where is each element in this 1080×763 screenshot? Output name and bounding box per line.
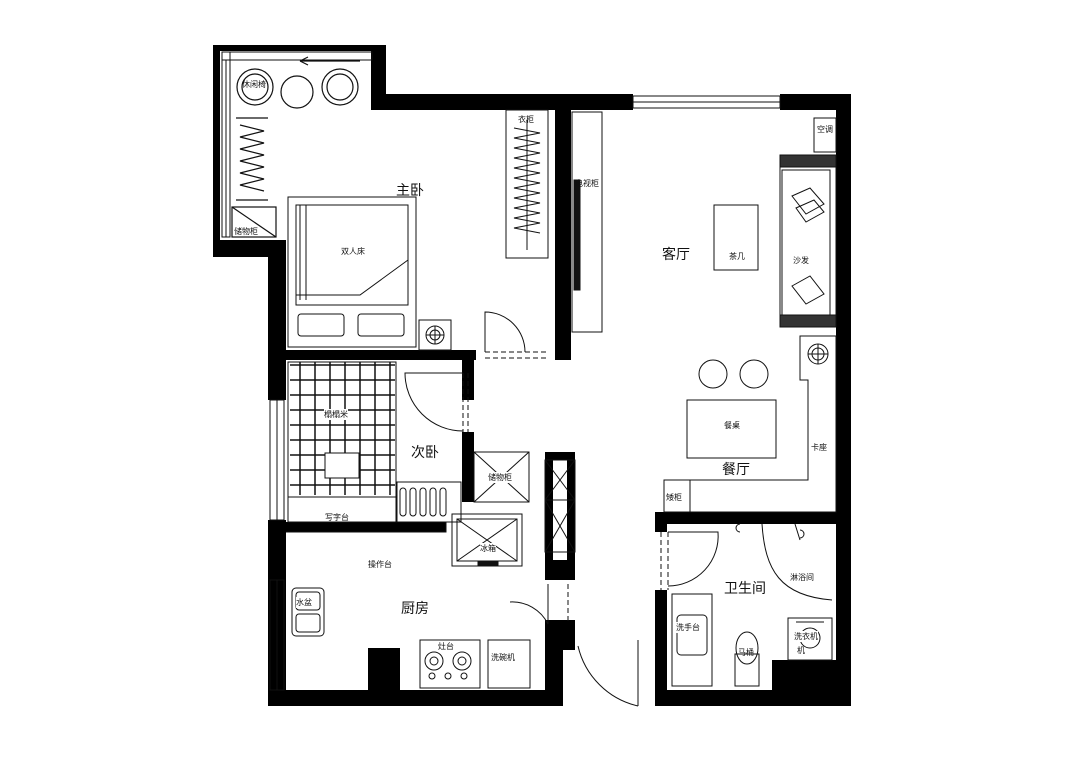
label-coffee-table: 茶几 (729, 252, 745, 261)
label-washer: 洗衣机 (794, 631, 818, 642)
label-sofa: 沙发 (793, 256, 809, 265)
label-side-cabinet: 矮柜 (666, 493, 682, 502)
label-dining-table: 餐桌 (724, 421, 740, 430)
label-stove: 灶台 (438, 642, 454, 651)
room-label-kitchen: 厨房 (401, 601, 429, 617)
label-sink: 水盆 (296, 597, 312, 608)
room-label-dining-room: 餐厅 (722, 462, 750, 478)
living-furniture (571, 111, 837, 513)
label-fridge: 冰箱 (480, 543, 496, 554)
label-double-bed: 双人床 (341, 247, 365, 256)
label-balcony-storage: 储物柜 (234, 227, 258, 236)
label-leisure-chair: 休闲椅 (242, 80, 266, 89)
label-counter: 操作台 (368, 560, 392, 569)
label-air-conditioner: 空调 (817, 125, 833, 134)
label-tv-cabinet: 电视柜 (575, 179, 599, 188)
room-label-master-bedroom: 主卧 (396, 183, 424, 199)
label-wardrobe: 衣柜 (518, 115, 534, 124)
second-bedroom-furniture (287, 361, 469, 523)
label-dishwasher: 洗碗机 (491, 653, 515, 662)
room-label-bathroom: 卫生间 (724, 581, 766, 597)
label-desk: 写字台 (325, 513, 349, 522)
label-hall-storage: 储物柜 (488, 472, 512, 483)
label-washbasin: 洗手台 (676, 622, 700, 633)
label-toilet: 马桶 (738, 648, 754, 657)
balcony (231, 56, 360, 238)
label-booth-seat: 卡座 (811, 443, 827, 452)
label-tatami: 榻榻米 (324, 409, 348, 420)
label-washer-tail: 机 (797, 646, 805, 655)
room-label-second-bedroom: 次卧 (411, 445, 439, 461)
room-label-living-room: 客厅 (662, 247, 690, 263)
label-shower: 淋浴间 (790, 573, 814, 582)
master-furniture (287, 109, 549, 359)
windows (221, 51, 781, 691)
